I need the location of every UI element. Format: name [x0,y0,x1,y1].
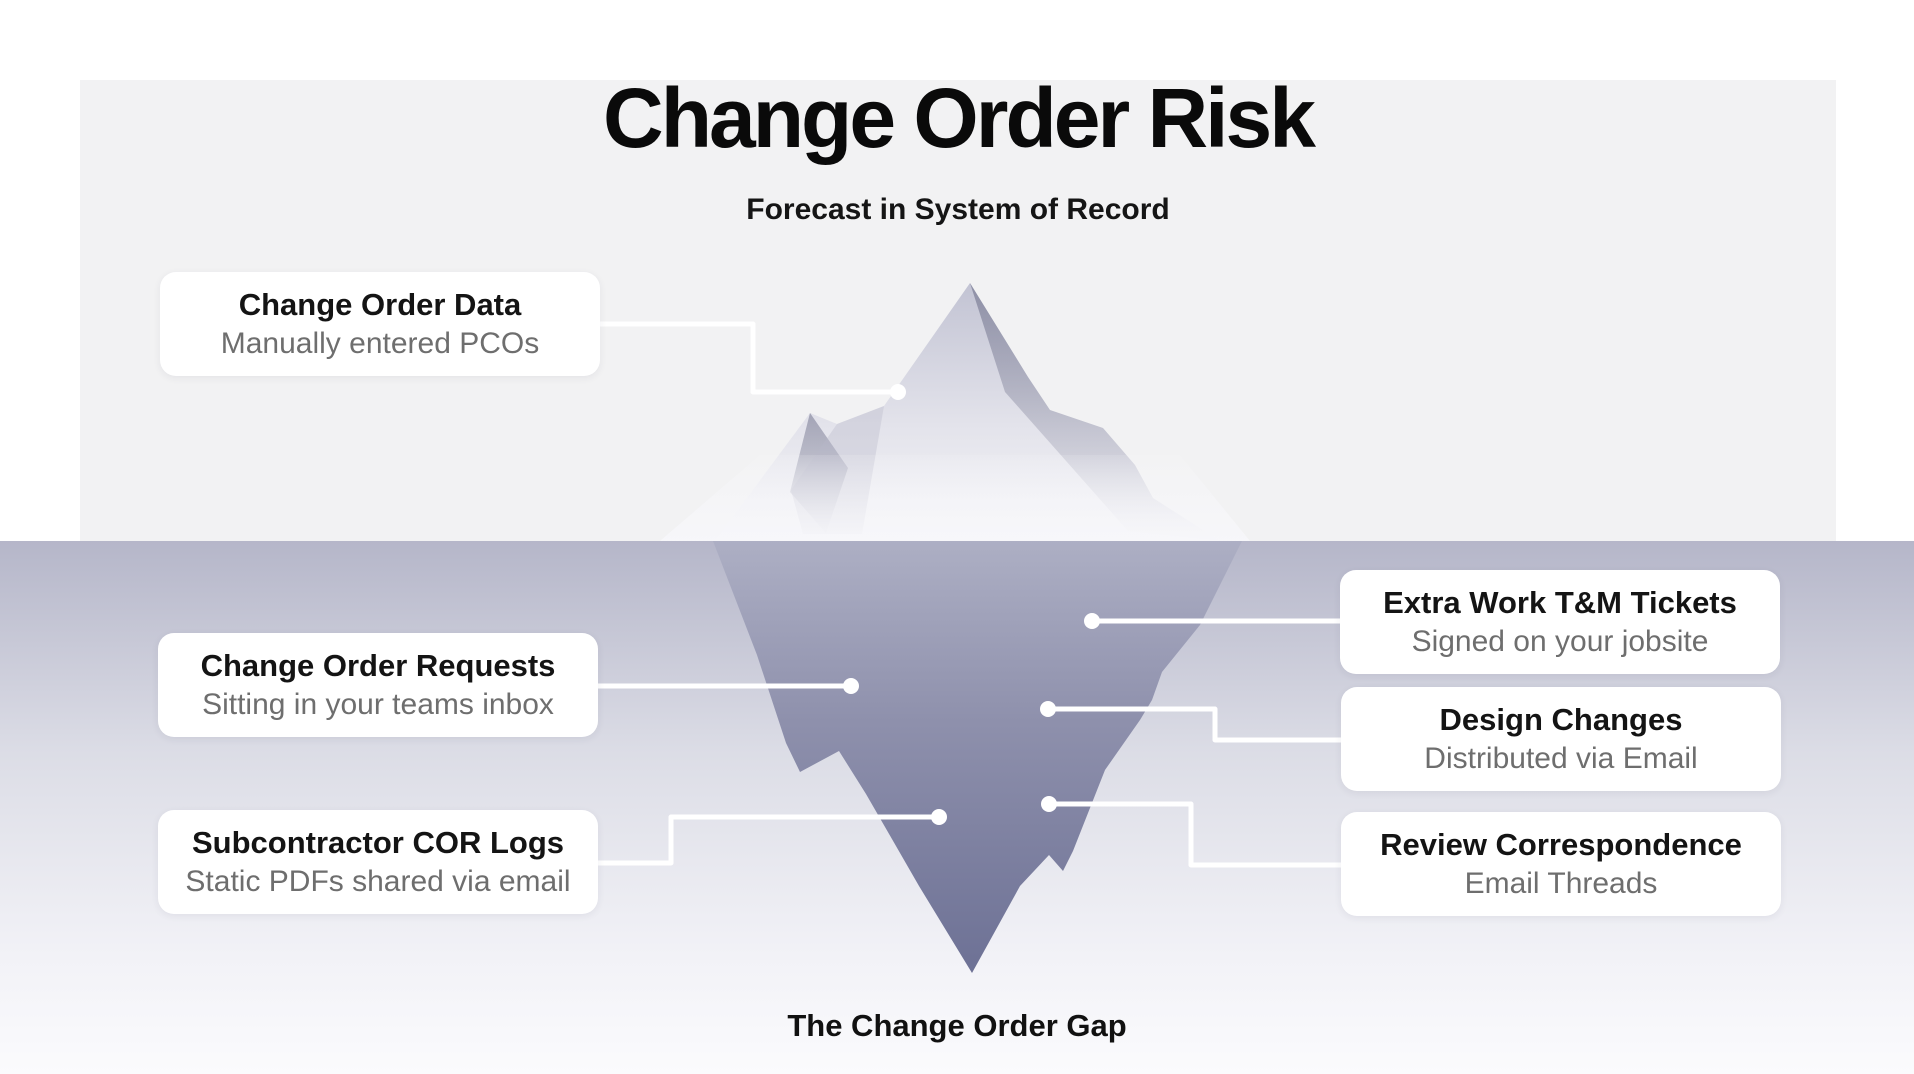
connector-design-changes [1048,706,1341,743]
page-title: Change Order Risk [603,71,1316,165]
callout-subtitle: Signed on your jobsite [1411,625,1709,659]
iceberg-snow-fade [660,455,1250,541]
callout-subtitle: Email Threads [1464,867,1658,901]
callout-title: Change Order Data [238,286,522,322]
callout-subtitle: Static PDFs shared via email [185,865,571,899]
callout-title: Subcontractor COR Logs [191,824,564,860]
connector-subcontractor-cor-logs [597,814,939,866]
dot-review-correspondence [1041,796,1057,812]
callout-subtitle: Manually entered PCOs [220,327,540,361]
callout-subtitle: Sitting in your teams inbox [202,688,554,722]
dot-change-order-requests [843,678,859,694]
connector-change-order-data [600,321,898,395]
dot-subcontractor-cor-logs [931,809,947,825]
iceberg-below-water [713,541,1242,973]
callout-title: Extra Work T&M Tickets [1383,584,1737,620]
callout-subtitle: Distributed via Email [1424,742,1698,776]
callout-title: Review Correspondence [1380,826,1742,862]
callout-design-changes: Design Changes Distributed via Email [1341,687,1781,791]
dot-extra-work-tm-tickets [1084,613,1100,629]
connector-review-correspondence [1049,801,1341,868]
callout-change-order-data: Change Order Data Manually entered PCOs [160,272,600,376]
callout-title: Design Changes [1439,701,1683,737]
callout-title: Change Order Requests [200,647,556,683]
callout-subcontractor-cor-logs: Subcontractor COR Logs Static PDFs share… [158,810,598,914]
callout-extra-work-tm-tickets: Extra Work T&M Tickets Signed on your jo… [1340,570,1780,674]
page-subtitle: Forecast in System of Record [746,193,1170,226]
callout-change-order-requests: Change Order Requests Sitting in your te… [158,633,598,737]
dot-design-changes [1040,701,1056,717]
dot-change-order-data [890,384,906,400]
callout-review-correspondence: Review Correspondence Email Threads [1341,812,1781,916]
bottom-caption: The Change Order Gap [787,1008,1127,1043]
